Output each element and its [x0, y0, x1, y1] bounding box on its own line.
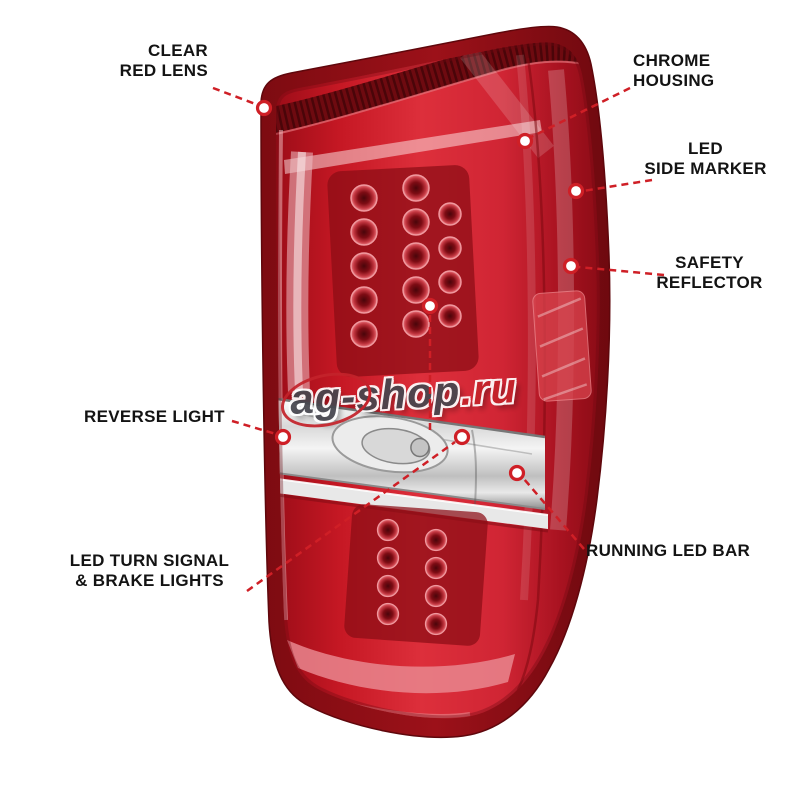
callout-text: LED — [688, 139, 723, 158]
callout-text: REVERSE LIGHT — [84, 407, 225, 426]
top-serration-band — [276, 42, 589, 133]
callout-text: RUNNING LED BAR — [586, 541, 751, 560]
callout-text: LED TURN SIGNAL — [69, 551, 230, 570]
callout-text: HOUSING — [633, 71, 715, 90]
callout-label-led-side-marker: LED SIDE MARKER — [638, 139, 773, 179]
callout-label-clear-red-lens: CLEAR RED LENS — [58, 41, 208, 81]
callout-label-running-led-bar: RUNNING LED BAR — [586, 541, 750, 561]
callout-text: SAFETY — [675, 253, 744, 272]
watermark-tld: .ru — [458, 364, 519, 414]
callout-label-led-turn-signal: LED TURN SIGNAL & BRAKE LIGHTS — [52, 551, 247, 591]
upper-led-cluster — [327, 165, 479, 377]
callout-label-chrome-housing: CHROME HOUSING — [633, 51, 714, 91]
upper-light-strip — [284, 120, 542, 174]
callout-text: & BRAKE LIGHTS — [75, 571, 224, 590]
top-serration-ribs — [276, 42, 589, 133]
safety-reflector-patch — [532, 290, 592, 402]
callout-label-safety-reflector: SAFETY REFLECTOR — [642, 253, 777, 293]
top-edge-highlight — [276, 60, 585, 135]
lower-led-cluster — [344, 504, 488, 646]
callout-text: SIDE MARKER — [644, 159, 767, 178]
callout-text: RED LENS — [119, 61, 208, 80]
callout-text: CHROME — [633, 51, 711, 70]
callout-text: REFLECTOR — [656, 273, 763, 292]
bottom-light-band — [287, 640, 515, 694]
callout-text: CLEAR — [147, 41, 208, 60]
callout-label-reverse-light: REVERSE LIGHT — [84, 407, 225, 427]
left-light-bar-core — [293, 151, 306, 393]
